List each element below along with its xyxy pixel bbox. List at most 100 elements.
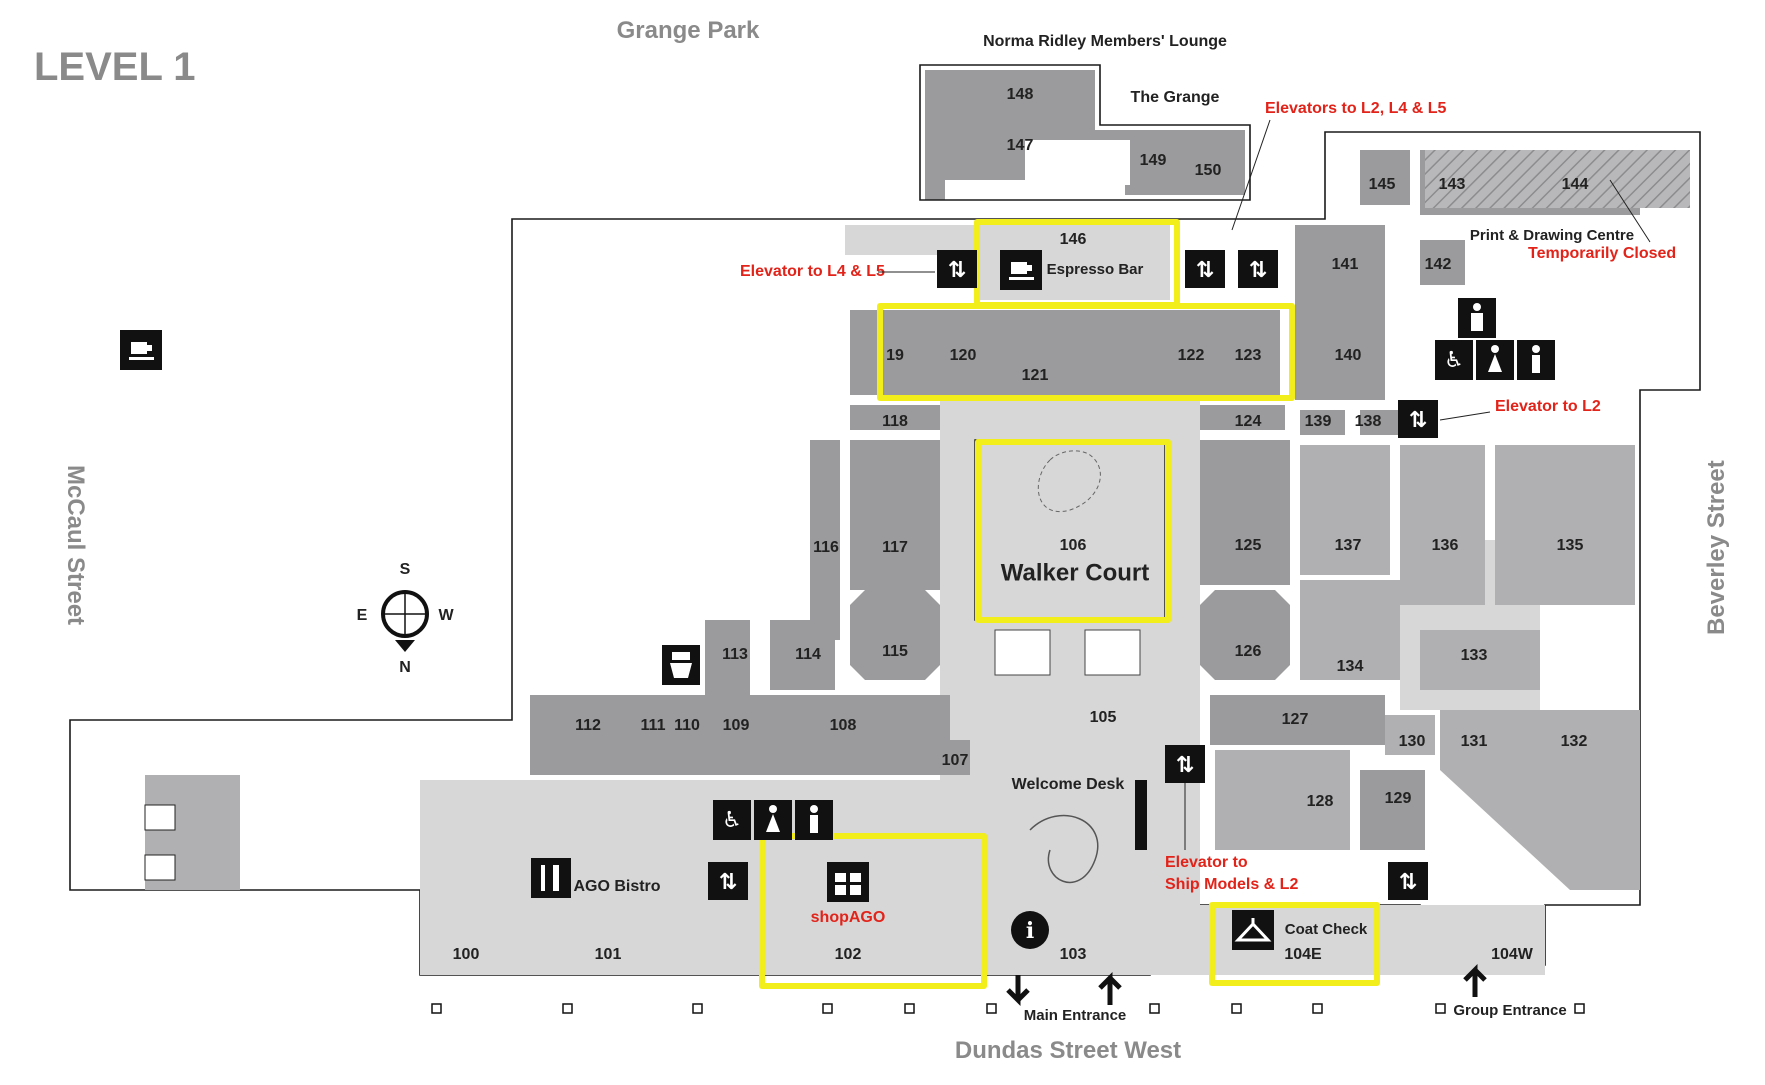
svg-text:i: i	[1026, 918, 1034, 944]
print-centre-label: Print & Drawing Centre	[1470, 227, 1634, 244]
place-labels: Norma Ridley Members' Lounge The Grange …	[573, 33, 1634, 1024]
info-icon: i	[1011, 911, 1049, 949]
street-west-side: McCaul Street	[62, 465, 89, 625]
welcome-swirl	[1029, 814, 1099, 883]
room-104w: 104W	[1491, 946, 1534, 963]
welcome-desk-counter	[1135, 780, 1147, 850]
elevator-icon: ⇅	[1388, 862, 1428, 900]
room-126: 126	[1235, 643, 1262, 660]
room-102: 102	[835, 946, 862, 963]
room-114: 114	[795, 646, 821, 663]
gift-icon	[827, 862, 869, 902]
room-136: 136	[1432, 537, 1459, 554]
accessible-icon: ♿	[1435, 340, 1473, 380]
west-stair	[144, 775, 240, 890]
svg-text:⇅: ⇅	[1196, 258, 1214, 283]
room-115: 115	[882, 643, 908, 660]
note-elevators-l2-l4-l5: Elevators to L2, L4 & L5	[1265, 100, 1446, 117]
note-elevator-ship-2: Ship Models & L2	[1165, 876, 1298, 893]
elevator-icon: ⇅	[937, 250, 977, 288]
elevator-icon: ⇅	[1185, 250, 1225, 288]
note-elevator-l2: Elevator to L2	[1495, 398, 1601, 415]
sidewalk-bollards	[431, 1003, 1585, 1014]
room-110: 110	[674, 717, 700, 734]
svg-text:♿: ♿	[722, 808, 742, 833]
members-lounge-label: Norma Ridley Members' Lounge	[983, 33, 1227, 50]
compass-e: E	[357, 607, 368, 624]
room-108: 108	[830, 717, 857, 734]
svg-text:⇅: ⇅	[1176, 753, 1194, 778]
room-142: 142	[1425, 256, 1452, 273]
group-entrance-label: Group Entrance	[1453, 1002, 1566, 1019]
womens-restroom-icon	[754, 800, 792, 840]
coat-hanger-icon	[1232, 910, 1274, 950]
street-east-side: Beverley Street	[1703, 460, 1730, 635]
coffee-icon	[120, 330, 162, 370]
room-150: 150	[1195, 162, 1222, 179]
room-125: 125	[1235, 537, 1262, 554]
room-146: 146	[1060, 231, 1087, 248]
level-title: LEVEL 1	[34, 45, 196, 89]
room-131: 131	[1461, 733, 1488, 750]
welcome-desk-label: Welcome Desk	[1012, 776, 1125, 793]
room-144: 144	[1562, 176, 1589, 193]
svg-text:⇅: ⇅	[1249, 258, 1267, 283]
womens-restroom-icon	[1476, 340, 1514, 380]
room-135: 135	[1557, 537, 1584, 554]
room-111: 111	[641, 717, 666, 734]
toilet-icon	[662, 645, 700, 685]
room-120: 120	[950, 347, 977, 364]
room-127: 127	[1282, 711, 1309, 728]
coat-check-label: Coat Check	[1285, 921, 1368, 938]
svg-text:⇅: ⇅	[1409, 408, 1427, 433]
svg-text:♿: ♿	[1444, 348, 1464, 373]
room-119: 19	[886, 347, 904, 364]
room-118: 118	[882, 413, 908, 430]
print-centre-closed	[1425, 150, 1690, 208]
room-138: 138	[1355, 413, 1382, 430]
elevator-icon: ⇅	[1398, 400, 1438, 438]
room-113: 113	[722, 646, 748, 663]
room-147: 147	[1007, 137, 1034, 154]
street-north: Grange Park	[617, 17, 760, 44]
room-103: 103	[1060, 946, 1087, 963]
room-149: 149	[1140, 152, 1167, 169]
room-133: 133	[1461, 647, 1488, 664]
icons: ⇅ ⇅ ⇅ ⇅ ⇅ ⇅ ⇅ ♿ ♿ i	[120, 250, 1555, 1007]
room-107: 107	[942, 752, 969, 769]
svg-text:⇅: ⇅	[719, 870, 737, 895]
room-130: 130	[1399, 733, 1426, 750]
walker-court-area	[974, 439, 1166, 676]
elevator-icon: ⇅	[1165, 745, 1205, 783]
exit-arrow-icon	[1006, 975, 1030, 1007]
fork-knife-icon	[531, 858, 571, 898]
mens-restroom-icon	[795, 800, 833, 840]
room-117: 117	[882, 539, 908, 556]
room-124: 124	[1235, 413, 1262, 430]
room-137: 137	[1335, 537, 1362, 554]
note-elevator-l4-l5: Elevator to L4 & L5	[740, 263, 885, 280]
street-south: Dundas Street West	[955, 1037, 1181, 1064]
room-labels: 100 101 102 103 104E 104W 105 106 107 10…	[453, 86, 1589, 963]
room-145: 145	[1369, 176, 1396, 193]
grange-label: The Grange	[1131, 89, 1220, 106]
bistro-label: AGO Bistro	[573, 878, 660, 895]
elevator-icon: ⇅	[708, 862, 748, 900]
elevator-notes: Elevators to L2, L4 & L5 Elevator to L4 …	[740, 100, 1676, 893]
room-100: 100	[453, 946, 480, 963]
main-entrance-label: Main Entrance	[1024, 1007, 1127, 1024]
room-112: 112	[575, 717, 601, 734]
grange-wing	[919, 64, 1251, 201]
room-143: 143	[1439, 176, 1466, 193]
room-121: 121	[1022, 367, 1049, 384]
room-101: 101	[595, 946, 622, 963]
accessible-icon: ♿	[713, 800, 751, 840]
entrance-arrow-icon	[1098, 971, 1122, 1005]
room-132: 132	[1561, 733, 1588, 750]
compass-w: W	[438, 607, 454, 624]
note-elevator-ship-1: Elevator to	[1165, 854, 1248, 871]
room-109: 109	[723, 717, 750, 734]
family-restroom-icon	[1458, 298, 1496, 338]
svg-text:⇅: ⇅	[948, 258, 966, 283]
